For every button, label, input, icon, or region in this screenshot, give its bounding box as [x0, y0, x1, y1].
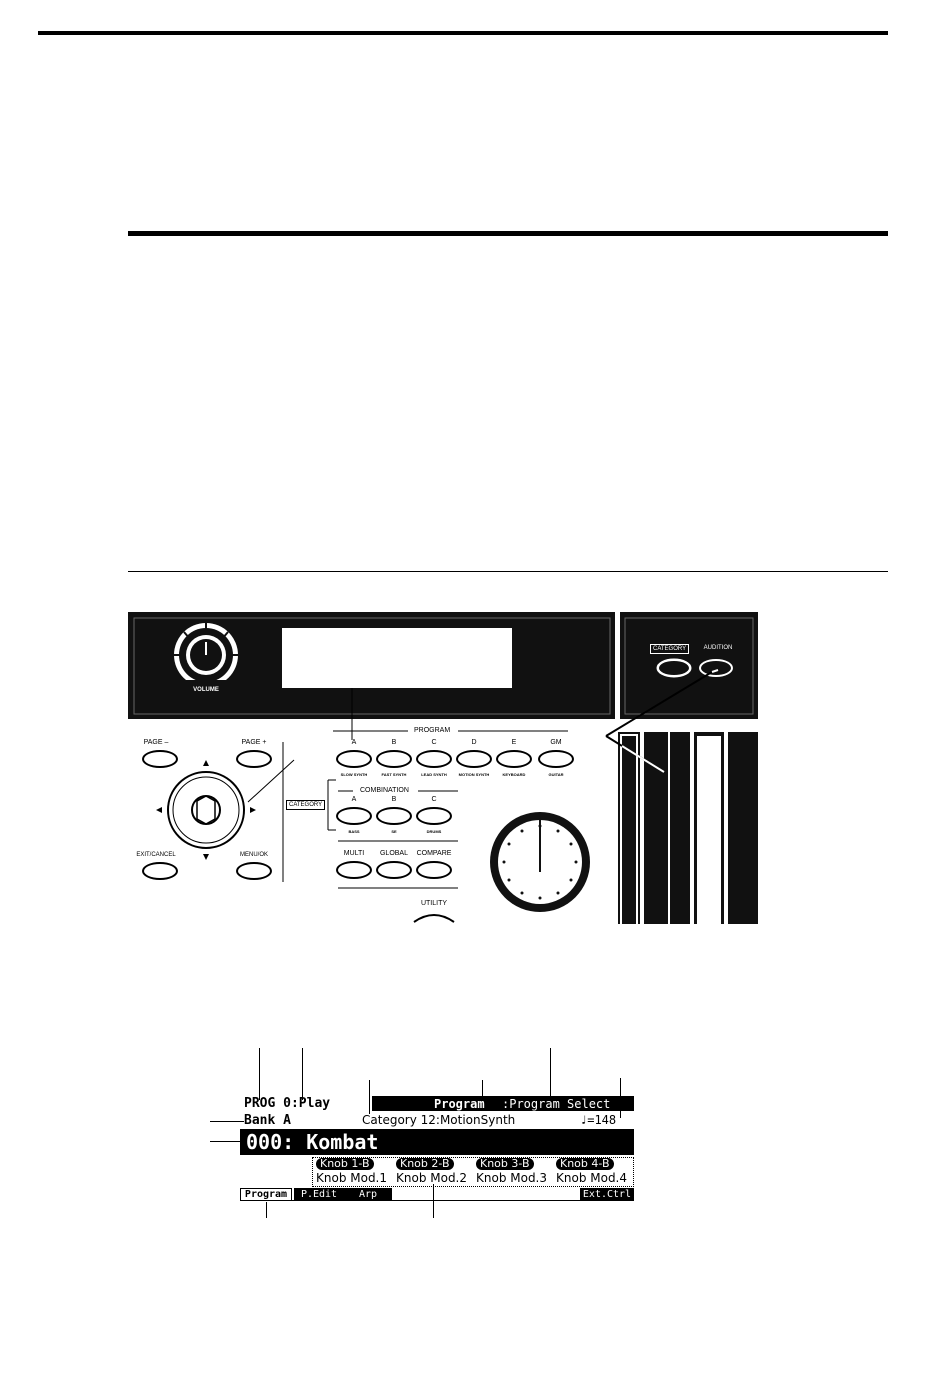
program-sublabel: SLOW SYNTH	[340, 772, 368, 777]
callout-line-7	[210, 1121, 244, 1122]
utility-label: UTILITY	[420, 900, 448, 907]
callout-line-9	[266, 1202, 267, 1218]
callout-line-3	[369, 1080, 370, 1114]
lcd-bank: Bank A	[244, 1113, 291, 1128]
tab-p-edit[interactable]: P.Edit	[294, 1188, 344, 1201]
program-button[interactable]	[456, 750, 492, 768]
category-side-label: CATEGORY	[286, 800, 326, 810]
mode-button[interactable]	[416, 861, 452, 879]
category-button[interactable]	[657, 659, 691, 677]
combination-button[interactable]	[336, 807, 372, 825]
mode-label: COMPARE	[416, 850, 452, 857]
callout-line-8	[210, 1141, 244, 1142]
audition-button[interactable]	[699, 659, 733, 677]
program-label: B	[391, 739, 397, 746]
callout-line-1	[259, 1048, 260, 1100]
section-rule	[128, 231, 888, 236]
knob-header: Knob 3-B	[476, 1158, 534, 1170]
knob-header: Knob 1-B	[316, 1158, 374, 1170]
exit-cancel-label: EXIT/CANCEL	[136, 852, 176, 858]
page-plus-button[interactable]	[236, 750, 272, 768]
menu-ok-button[interactable]	[236, 862, 272, 880]
utility-button[interactable]	[416, 910, 452, 924]
mode-button[interactable]	[336, 861, 372, 879]
program-sublabel: FAST SYNTH	[381, 772, 407, 777]
page-minus-label: PAGE –	[143, 739, 169, 746]
exit-cancel-button[interactable]	[142, 862, 178, 880]
mode-button[interactable]	[376, 861, 412, 879]
front-panel-illustration: VOLUME CATEGORY AUDITION PAGE – PAGE + E…	[128, 612, 758, 924]
program-button[interactable]	[538, 750, 574, 768]
callout-line-5	[550, 1048, 551, 1102]
lcd-program-name: 000: Kombat	[246, 1130, 379, 1154]
lcd-program-bar[interactable]	[240, 1129, 634, 1155]
mode-label: MULTI	[343, 850, 365, 857]
program-button[interactable]	[336, 750, 372, 768]
combination-button[interactable]	[416, 807, 452, 825]
combination-sublabel: DRUMS	[426, 829, 442, 834]
program-header: PROGRAM	[414, 727, 451, 734]
knob-value[interactable]: Knob Mod.4	[556, 1171, 628, 1185]
callout-line-2	[302, 1048, 303, 1100]
program-label: GM	[550, 739, 562, 746]
category-label: CATEGORY	[650, 644, 690, 654]
program-label: A	[351, 739, 357, 746]
page-minus-button[interactable]	[142, 750, 178, 768]
panel-graphics	[128, 612, 758, 924]
combination-button[interactable]	[376, 807, 412, 825]
combination-sublabel: BASS	[348, 829, 360, 834]
cursor-joystick[interactable]	[168, 772, 244, 848]
combination-label: C	[431, 796, 437, 803]
program-button[interactable]	[376, 750, 412, 768]
knob-header: Knob 4-B	[556, 1158, 614, 1170]
combination-sublabel: SE	[391, 829, 397, 834]
knob-header: Knob 2-B	[396, 1158, 454, 1170]
lcd-page-bold: Program	[434, 1097, 485, 1111]
tab-ext-ctrl[interactable]: Ext.Ctrl	[580, 1188, 634, 1201]
value-dial[interactable]	[490, 812, 590, 912]
lcd-category: Category 12:MotionSynth	[362, 1113, 516, 1127]
tab-arp[interactable]: Arp	[344, 1188, 392, 1201]
combination-label: B	[391, 796, 397, 803]
program-label: C	[431, 739, 437, 746]
lcd-mode: PROG 0:Play	[244, 1096, 331, 1111]
combination-label: A	[351, 796, 357, 803]
lcd-page-rest: :Program Select	[502, 1097, 611, 1111]
program-sublabel: GUITAR	[548, 772, 564, 777]
volume-label: VOLUME	[193, 687, 219, 693]
callout-line-10	[433, 1184, 434, 1218]
program-sublabel: MOTION SYNTH	[458, 772, 490, 777]
program-sublabel: LEAD SYNTH	[421, 772, 447, 777]
lcd-tempo: ♩=148	[580, 1113, 617, 1127]
callout-line-4	[482, 1080, 483, 1102]
knob-value[interactable]: Knob Mod.1	[316, 1171, 388, 1185]
program-label: D	[471, 739, 477, 746]
mode-label: GLOBAL	[379, 850, 408, 857]
lcd-screen: PROG 0:Play Program :Program Select Bank…	[240, 1096, 634, 1202]
program-sublabel: KEYBOARD	[502, 772, 526, 777]
figure-rule	[128, 571, 888, 572]
program-label: E	[511, 739, 517, 746]
tab-program[interactable]: Program	[240, 1188, 292, 1200]
knob-value[interactable]: Knob Mod.2	[396, 1171, 468, 1185]
lcd-header-black	[372, 1096, 634, 1111]
program-button[interactable]	[416, 750, 452, 768]
top-rule	[38, 31, 888, 35]
combination-header: COMBINATION	[360, 787, 409, 794]
lcd-tab-baseline	[240, 1200, 634, 1201]
page-plus-label: PAGE +	[241, 739, 267, 746]
menu-ok-label: MENU/OK	[239, 852, 268, 858]
lcd-knob-area	[312, 1157, 634, 1187]
audition-label: AUDITION	[703, 645, 733, 651]
knob-value[interactable]: Knob Mod.3	[476, 1171, 548, 1185]
program-button[interactable]	[496, 750, 532, 768]
